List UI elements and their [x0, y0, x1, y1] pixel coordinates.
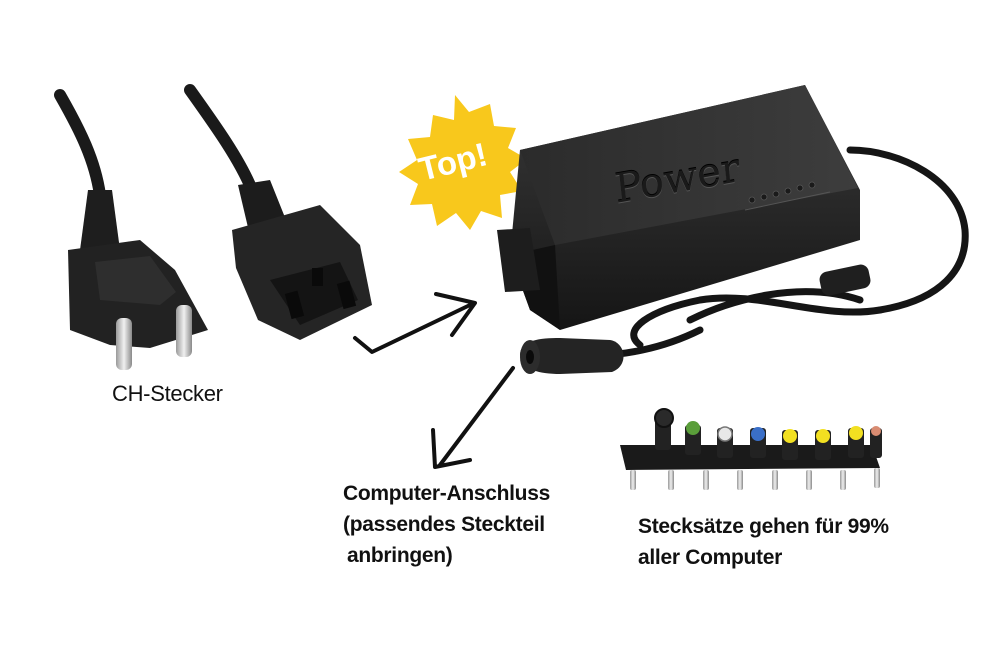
tips-caption-line: aller Computer	[638, 546, 782, 569]
plug-caption: CH-Stecker	[112, 381, 223, 406]
connector-caption-line: Computer-Anschluss	[343, 482, 550, 505]
top-badge-icon	[399, 95, 527, 230]
dc-plug	[520, 338, 624, 374]
ferrite-core	[819, 264, 871, 296]
connector-caption-line: (passendes Steckteil	[343, 513, 545, 536]
tips-caption: Stecksätze gehen für 99% aller Computer	[638, 511, 889, 573]
power-adapter	[497, 85, 860, 330]
arrow-to-adapter	[353, 292, 477, 354]
power-cable	[54, 84, 258, 201]
arrow-to-connector	[431, 366, 515, 469]
connector-caption: Computer-Anschluss (passendes Steckteil …	[343, 478, 550, 571]
tips-caption-line: Stecksätze gehen für 99%	[638, 515, 889, 538]
iec-connector	[232, 180, 372, 340]
connector-tip-set	[620, 408, 882, 490]
dc-cable	[596, 146, 969, 359]
connector-caption-line: anbringen)	[347, 544, 453, 567]
ch-plug	[68, 190, 208, 370]
